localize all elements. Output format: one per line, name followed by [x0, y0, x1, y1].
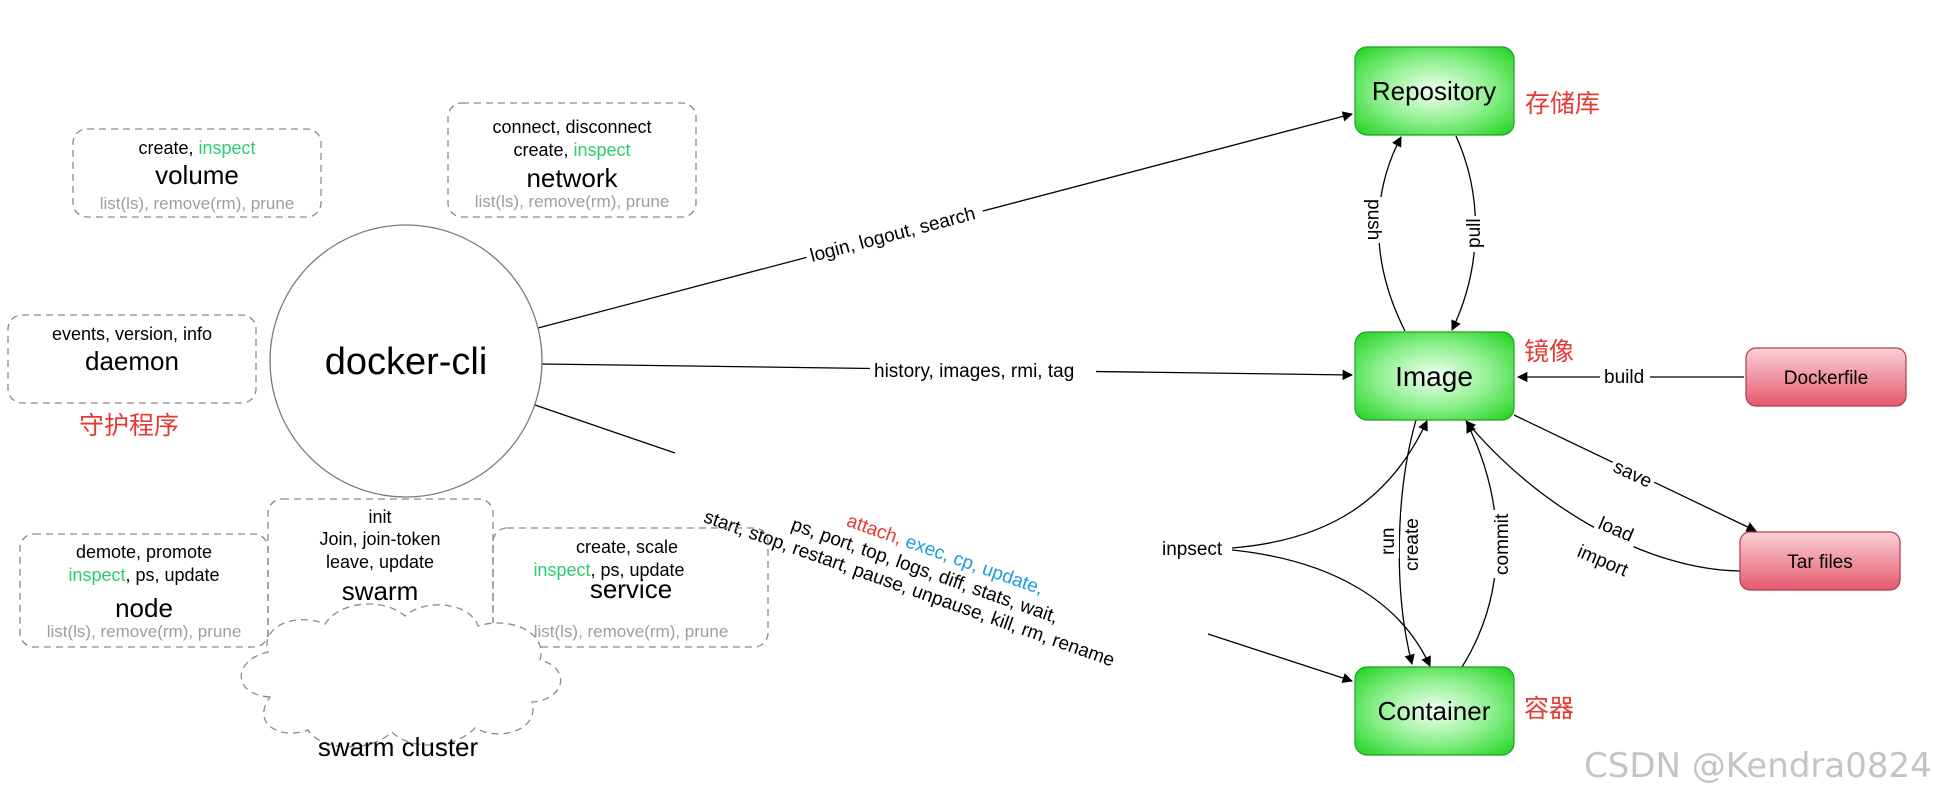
network-cmds: create, [513, 140, 573, 160]
watermark: CSDN @Kendra0824 [1584, 746, 1932, 786]
tarfiles-node: Tar files [1739, 531, 1901, 591]
network-inspect: inspect [573, 140, 630, 160]
docker-cli-title: docker-cli [325, 341, 488, 383]
dockerfile-node: Dockerfile [1745, 347, 1907, 407]
volume-name: volume [155, 160, 239, 190]
daemon-node: events, version, info daemon 守护程序 [7, 314, 257, 440]
image-name: Image [1395, 361, 1473, 392]
svg-text:create, inspect: create, inspect [513, 140, 630, 160]
repository-node: Repository 存储库 [1354, 46, 1600, 136]
edge-label-load: load [1595, 513, 1636, 546]
volume-extra: list(ls), remove(rm), prune [100, 194, 295, 213]
repository-cn: 存储库 [1525, 89, 1600, 118]
swarm-line2: Join, join-token [319, 529, 440, 549]
service-node: create, scale inspect, ps, update servic… [492, 527, 769, 648]
edge-container-cmds [534, 404, 1353, 684]
edge-label-create: create [1402, 518, 1423, 571]
daemon-name: daemon [85, 346, 179, 376]
daemon-cmds: events, version, info [52, 324, 212, 344]
volume-node: create, inspect volume list(ls), remove(… [72, 128, 322, 218]
edge-label-commit: commit [1492, 513, 1513, 575]
network-name: network [526, 163, 618, 193]
container-node: Container 容器 [1354, 666, 1574, 756]
node-inspect: inspect [68, 565, 125, 585]
edge-label-pull: pull [1464, 218, 1485, 248]
service-inspect: inspect [533, 560, 590, 580]
edge-label-run: run [1378, 528, 1399, 555]
edge-inpsect [1231, 420, 1431, 667]
docker-cli-node: docker-cli [269, 224, 543, 498]
edge-label-build: build [1604, 367, 1644, 388]
tarfiles-name: Tar files [1787, 552, 1852, 573]
node-cmds: , ps, update [125, 565, 219, 585]
edge-label-import: import [1574, 541, 1631, 581]
node-node: demote, promote inspect, ps, update node… [19, 533, 269, 648]
container-cmds-label: attach, exec, cp, update, ps, port, top,… [701, 507, 1117, 672]
service-cmds: , ps, update [590, 560, 684, 580]
swarm-line3: leave, update [326, 552, 434, 572]
swarm-cluster-cloud: swarm cluster [240, 603, 562, 762]
repository-name: Repository [1372, 76, 1496, 106]
node-extra: list(ls), remove(rm), prune [47, 622, 242, 641]
volume-inspect: inspect [198, 138, 255, 158]
dockerfile-name: Dockerfile [1784, 368, 1868, 389]
swarm-name: swarm [342, 576, 419, 606]
network-node: connect, disconnect create, inspect netw… [447, 102, 697, 218]
node-name: node [115, 593, 173, 623]
svg-text:inspect, ps, update: inspect, ps, update [68, 565, 219, 585]
edge-label-history: history, images, rmi, tag [874, 361, 1074, 382]
svg-text:create, inspect: create, inspect [138, 138, 255, 158]
service-extra: list(ls), remove(rm), prune [534, 622, 729, 641]
edge-label-save: save [1610, 456, 1655, 492]
image-node: Image 镜像 [1354, 331, 1574, 421]
daemon-cn: 守护程序 [79, 411, 179, 440]
container-name: Container [1378, 696, 1491, 726]
service-name: service [590, 574, 672, 604]
network-line1: connect, disconnect [492, 117, 651, 137]
container-cn: 容器 [1524, 694, 1574, 723]
image-cn: 镜像 [1524, 337, 1574, 366]
volume-cmds: create, [138, 138, 198, 158]
swarm-cluster-label: swarm cluster [318, 732, 479, 762]
edge-label-push: push [1363, 199, 1384, 240]
edge-label-login: login, logout, search [808, 203, 978, 266]
swarm-line1: init [368, 507, 391, 527]
svg-text:inspect, ps, update: inspect, ps, update [533, 560, 684, 580]
edge-run-create [1398, 419, 1417, 666]
node-line1: demote, promote [76, 542, 212, 562]
network-extra: list(ls), remove(rm), prune [475, 192, 670, 211]
service-line1: create, scale [576, 537, 678, 557]
edge-label-inpsect: inpsect [1162, 539, 1223, 560]
